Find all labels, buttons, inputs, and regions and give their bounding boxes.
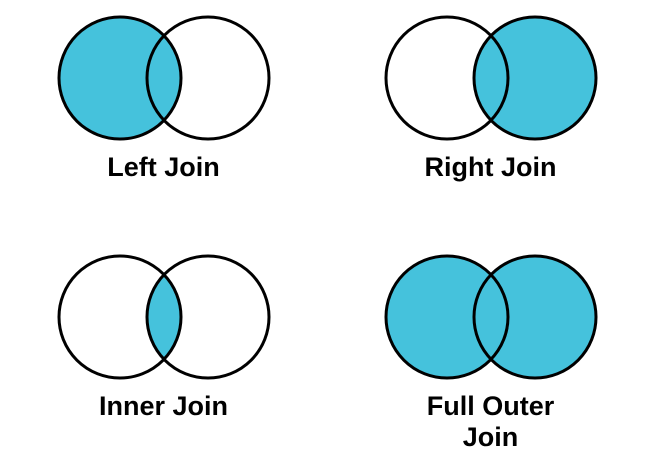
venn-svg-left-join — [57, 15, 270, 141]
venn-left-join — [57, 12, 270, 144]
left-circle-outline — [384, 254, 509, 380]
panel-right-join: Right Join — [327, 0, 654, 237]
panel-left-join: Left Join — [0, 0, 327, 237]
panel-label-inner-join: Inner Join — [98, 391, 228, 421]
venn-full-outer-join — [384, 251, 597, 383]
right-circle-fill — [146, 17, 269, 139]
venn-svg-inner-join — [57, 254, 270, 380]
venn-svg-full-outer-join — [384, 254, 597, 380]
left-circle-fill — [58, 17, 181, 139]
left-circle-fill — [385, 256, 508, 378]
panel-label-full-outer-join: Full Outer Join — [426, 391, 555, 452]
right-circle-fill — [473, 256, 596, 378]
right-circle-fill — [473, 17, 596, 139]
left-circle-fill — [385, 17, 508, 139]
right-circle-outline — [145, 15, 270, 141]
venn-svg-right-join — [384, 15, 597, 141]
right-circle-fill — [146, 256, 269, 378]
left-circle-outline — [384, 15, 509, 141]
panel-inner-join: Inner Join — [0, 237, 327, 474]
right-circle-outline — [472, 15, 597, 141]
panel-label-right-join: Right Join — [424, 152, 557, 182]
left-circle-fill — [58, 256, 181, 378]
right-circle-outline — [472, 254, 597, 380]
venn-right-join — [384, 12, 597, 144]
panel-full-outer-join: Full Outer Join — [327, 237, 654, 474]
panel-label-left-join: Left Join — [107, 152, 220, 182]
venn-inner-join — [57, 251, 270, 383]
left-circle-outline — [57, 15, 182, 141]
left-circle-outline — [57, 254, 182, 380]
right-circle-outline — [145, 254, 270, 380]
